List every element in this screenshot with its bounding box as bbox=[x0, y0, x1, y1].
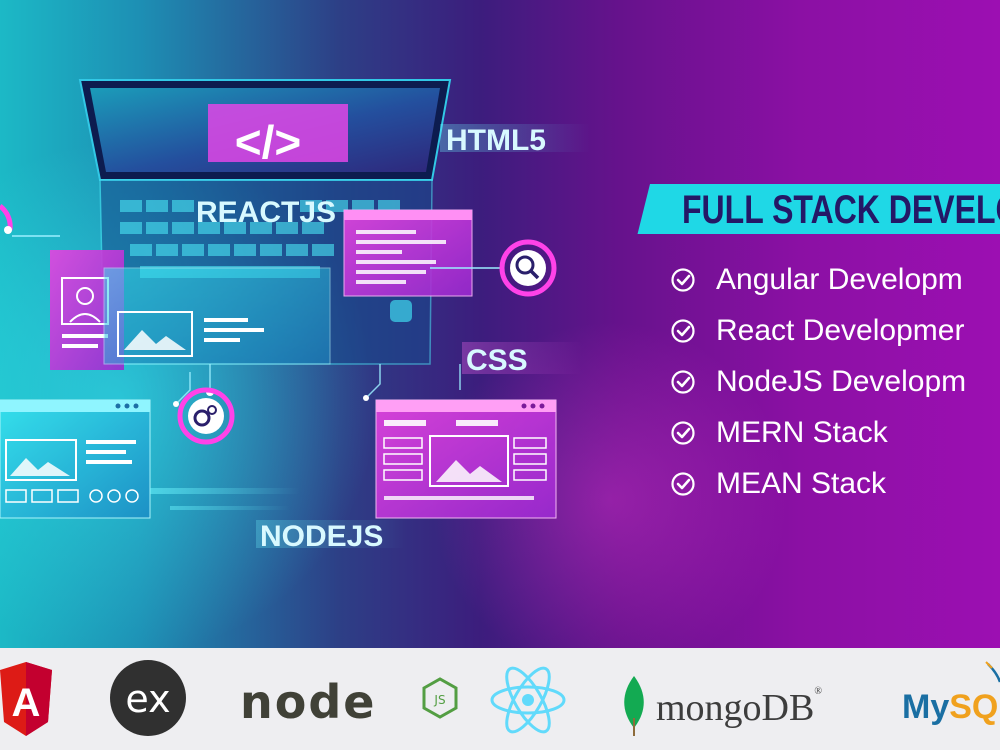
angular-logo-icon: A bbox=[0, 662, 52, 736]
feature-item: React Developmer bbox=[670, 305, 966, 356]
feature-text: MERN Stack bbox=[716, 415, 888, 449]
check-circle-icon bbox=[671, 420, 695, 445]
express-logo-icon: ex bbox=[110, 660, 186, 736]
feature-item: MEAN Stack bbox=[670, 458, 966, 509]
feature-text: MEAN Stack bbox=[716, 466, 887, 500]
css-label: CSS bbox=[466, 344, 528, 377]
nodejs-label: NODEJS bbox=[260, 520, 383, 553]
mongodb-logo-text: mongoDB® bbox=[656, 686, 822, 730]
feature-item: NodeJS Developm bbox=[670, 356, 966, 407]
check-circle-icon bbox=[671, 471, 695, 496]
headline: FULL STACK DEVELO bbox=[682, 188, 1000, 232]
magnifier-icon bbox=[430, 239, 557, 297]
mysql-my-text: My bbox=[902, 688, 950, 726]
check-circle-icon bbox=[671, 369, 695, 394]
mongodb-leaf-icon bbox=[624, 676, 644, 736]
feature-item: MERN Stack bbox=[670, 407, 966, 458]
nodejs-logo-icon: node JS bbox=[240, 675, 458, 729]
node-badge: JS bbox=[433, 693, 445, 707]
feature-list: Angular Developm React Developmer NodeJS… bbox=[670, 254, 966, 509]
gear-icon bbox=[177, 387, 235, 445]
mysql-logo-text: MySQ bbox=[902, 688, 998, 727]
node-text: node bbox=[240, 675, 376, 729]
code-symbol: </> bbox=[235, 116, 302, 168]
mysql-dolphin-icon bbox=[985, 661, 1000, 683]
feature-text: React Developmer bbox=[716, 313, 965, 347]
express-text: ex bbox=[125, 677, 170, 721]
tech-logo-strip: A ex node JS bbox=[0, 648, 1000, 750]
tech-illustration: </> REACTJS HTML5 bbox=[0, 79, 590, 553]
logo-row: A ex node JS bbox=[0, 660, 1000, 736]
angular-letter: A bbox=[12, 681, 41, 725]
browser-window-icon bbox=[0, 399, 151, 519]
mongodb-text: mongoDB bbox=[656, 687, 815, 729]
feature-text: NodeJS Developm bbox=[716, 364, 967, 398]
feature-item: Angular Developm bbox=[670, 254, 966, 305]
check-circle-icon bbox=[671, 318, 695, 343]
feature-text: Angular Developm bbox=[716, 262, 963, 296]
check-circle-icon bbox=[671, 267, 695, 292]
reactjs-label: REACTJS bbox=[196, 196, 336, 229]
browser-window-pink-icon bbox=[375, 399, 557, 519]
image-placeholder-icon bbox=[103, 267, 331, 365]
code-panel bbox=[343, 209, 473, 297]
mongodb-registered-mark: ® bbox=[814, 686, 822, 697]
mysql-sql-text: SQ bbox=[949, 688, 999, 726]
hero-banner: </> REACTJS HTML5 bbox=[0, 0, 1000, 648]
react-logo-icon bbox=[490, 666, 566, 734]
html5-label: HTML5 bbox=[446, 124, 546, 157]
